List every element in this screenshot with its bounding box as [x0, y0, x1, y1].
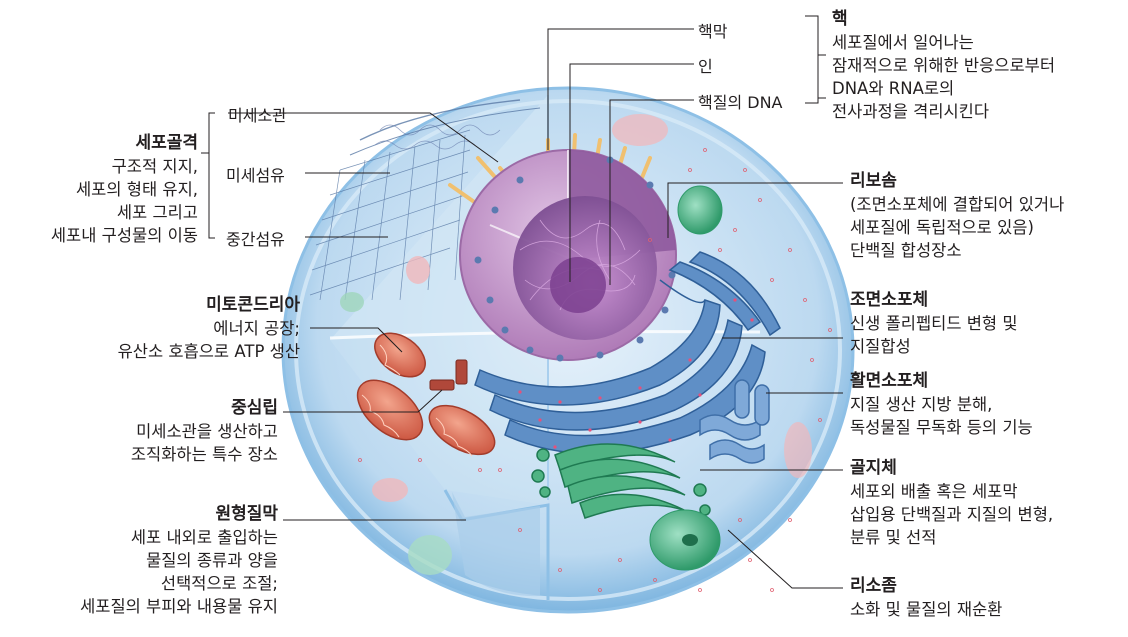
nucleus-label: 핵 세포질에서 일어나는 잠재적으로 위해한 반응으로부터 DNA와 RNA로의… [832, 8, 1055, 123]
plasma-membrane-desc-2: 물질의 종류과 양을 [146, 551, 278, 570]
smooth-er-desc-2: 독성물질 무독화 등의 기능 [850, 418, 1033, 437]
nuclear-dna-label: 핵질의 DNA [698, 93, 783, 112]
rough-er-desc-2: 지질합성 [850, 337, 911, 356]
nucleus-desc-3: DNA와 RNA로의 [832, 79, 955, 98]
intermediate-filament-label: 중간섬유 [226, 230, 285, 249]
lysosome-label: 리소좀 소화 및 물질의 재순환 [850, 575, 1002, 621]
nucleus-title: 핵 [832, 9, 848, 29]
cytoskeleton-label: 세포골격 구조적 지지, 세포의 형태 유지, 세포 그리고 세포내 구성물의 … [10, 132, 198, 247]
centriole-graphic [429, 359, 468, 391]
plasma-membrane-title: 원형질막 [215, 504, 278, 524]
plasma-membrane-desc-3: 선택적으로 조절; [160, 574, 278, 593]
plasma-membrane-label: 원형질막 세포 내외로 출입하는 물질의 종류과 양을 선택적으로 조절; 세포… [10, 503, 278, 618]
golgi-desc-2: 삽입용 단백질과 지질의 변형, [850, 505, 1054, 524]
nucleolus-label: 인 [698, 57, 713, 76]
plasma-membrane-desc-1: 세포 내외로 출입하는 [130, 528, 278, 547]
rough-er-label: 조면소포체 신생 폴리펩티드 변형 및 지질합성 [850, 289, 1018, 358]
microfilament-label: 미세섬유 [226, 166, 285, 185]
cytoskeleton-desc-4: 세포내 구성물의 이동 [50, 226, 198, 245]
smooth-er-label: 활면소포체 지질 생산 지방 분해, 독성물질 무독화 등의 기능 [850, 370, 1033, 439]
golgi-label: 골지체 세포외 배출 혹은 세포막 삽입용 단백질과 지질의 변형, 분류 및 … [850, 457, 1053, 549]
nucleus-desc-2: 잠재적으로 위해한 반응으로부터 [832, 56, 1056, 75]
plasma-membrane-desc-4: 세포질의 부피와 내용물 유지 [80, 597, 278, 616]
lysosome-title: 리소좀 [850, 576, 897, 596]
golgi-title: 골지체 [850, 458, 897, 478]
microtubule-label: 미세소관 [228, 106, 287, 125]
golgi-graphic [531, 443, 711, 519]
golgi-desc-1: 세포외 배출 혹은 세포막 [850, 482, 1018, 501]
ribosome-title: 리보솜 [850, 171, 897, 191]
centriole-title: 중심립 [231, 398, 278, 418]
mitochondria-label: 미토콘드리아 에너지 공장; 유산소 호흡으로 ATP 생산 [20, 294, 300, 363]
leader-lines [201, 15, 843, 589]
cytoskeleton-desc-3: 세포 그리고 [116, 203, 198, 222]
nucleus-desc-4: 전사과정을 격리시킨다 [832, 102, 990, 121]
mitochondria-graphic [356, 332, 496, 457]
rough-er-title: 조면소포체 [850, 290, 929, 310]
smooth-er-desc-1: 지질 생산 지방 분해, [850, 395, 993, 414]
centriole-desc-2: 조직화하는 특수 장소 [130, 445, 278, 464]
nuclear-envelope-label: 핵막 [698, 22, 728, 41]
ribosome-label: 리보솜 (조면소포체에 결합되어 있거나 세포질에 독립적으로 있음) 단백질 … [850, 170, 1064, 262]
rough-er-desc-1: 신생 폴리펩티드 변형 및 [850, 314, 1018, 333]
nucleus-graphic [459, 149, 677, 362]
cytoskeleton-desc-2: 세포의 형태 유지, [76, 180, 198, 199]
cytoskeleton-desc-1: 구조적 지지, [111, 157, 198, 176]
cytoskeleton-mesh [309, 99, 541, 301]
mitochondria-title: 미토콘드리아 [206, 295, 300, 315]
nucleus-desc-1: 세포질에서 일어나는 [832, 33, 974, 52]
smooth-er-graphic [699, 379, 770, 464]
ribosome-desc-2: 세포질에 독립적으로 있음) [850, 218, 1034, 237]
ribosome-desc-1: (조면소포체에 결합되어 있거나 [850, 195, 1065, 214]
centriole-desc-1: 미세소관을 생산하고 [136, 422, 278, 441]
mitochondria-desc-2: 유산소 호흡으로 ATP 생산 [117, 342, 300, 361]
lysosome-desc-1: 소화 및 물질의 재순환 [850, 600, 1003, 619]
golgi-desc-3: 분류 및 선적 [850, 528, 937, 547]
smooth-er-title: 활면소포체 [850, 371, 929, 391]
centriole-label: 중심립 미세소관을 생산하고 조직화하는 특수 장소 [20, 397, 278, 466]
cytoskeleton-title: 세포골격 [135, 133, 198, 153]
mitochondria-desc-1: 에너지 공장; [213, 319, 300, 338]
ribosome-desc-3: 단백질 합성장소 [850, 241, 962, 260]
